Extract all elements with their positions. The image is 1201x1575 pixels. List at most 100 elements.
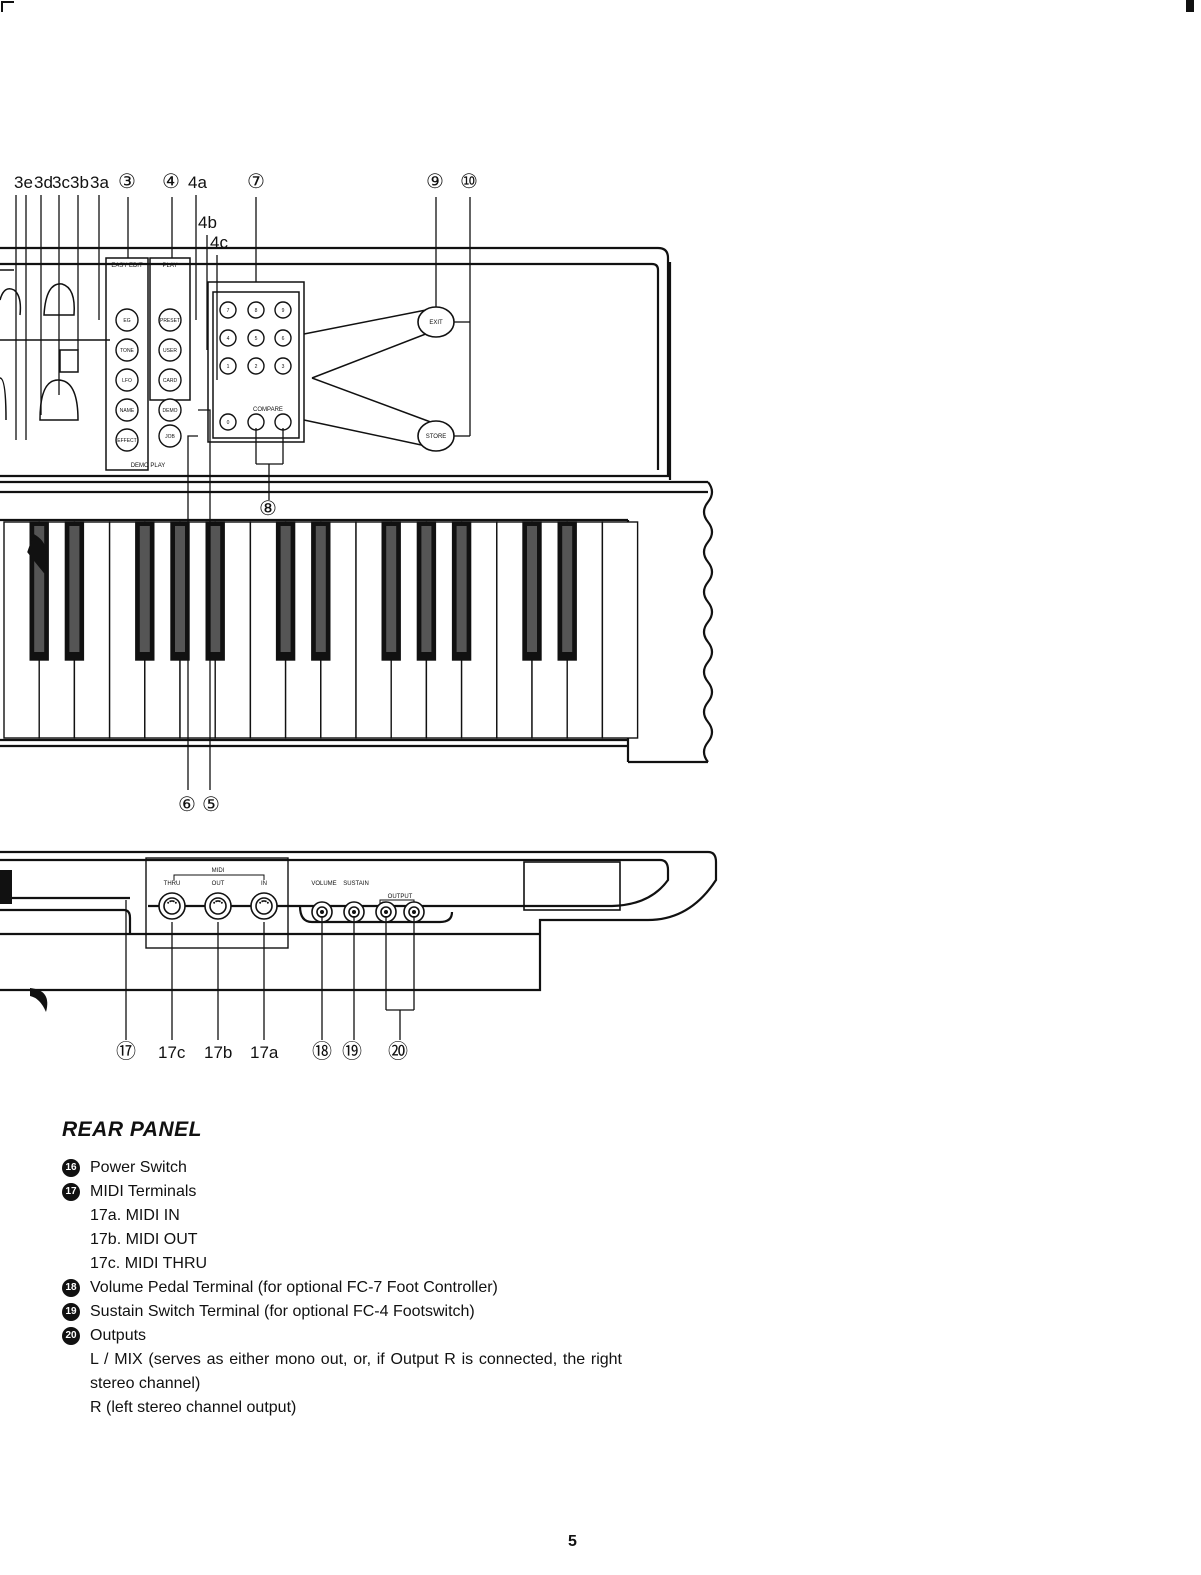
black-key-highlight [386,526,397,652]
button-demo-label: DEMO [163,408,178,414]
callout-3e: 3e [14,173,33,192]
easy-edit-button-name[interactable] [115,398,139,422]
sustain-label: SUSTAIN [343,881,369,887]
button-job[interactable] [158,424,182,448]
easy-edit-button-lfo-label: LFO [122,378,132,384]
in-label: IN [261,881,267,887]
callout-4c: 4c [210,233,228,252]
easy-edit-button-eg[interactable] [115,308,139,332]
play-label: PLAY [163,263,178,269]
din-pin [217,900,219,902]
callout-3b: 3b [70,173,89,192]
page-number: 5 [568,1533,577,1550]
din-pin [259,901,262,904]
keypad-3-label: 3 [282,364,285,370]
sub-item: L / MIX (serves as either mono out, or, … [90,1351,622,1392]
keypad-0[interactable] [219,413,237,431]
din-pin [266,901,269,904]
play-button-preset[interactable] [158,308,182,332]
play-button-user-label: USER [163,348,177,354]
black-key-highlight [34,526,45,652]
item-text: Volume Pedal Terminal (for optional FC-7… [90,1279,498,1296]
item-text: MIDI Terminals [90,1183,197,1200]
din-pin [213,901,216,904]
play-button-preset-label: PRESET [160,318,180,324]
black-key-highlight [315,526,326,652]
keypad-1[interactable] [219,357,237,375]
item-number-badge: 19 [62,1303,80,1321]
keypad-9[interactable] [274,301,292,319]
black-key-highlight [527,526,537,652]
sub-item: 17c. MIDI THRU [90,1255,208,1272]
easy-edit-button-effect[interactable] [115,428,139,452]
black-key-highlight [280,526,291,652]
rear-panel-section: REAR PANEL 16 Power Switch 17 MIDI Termi… [62,1118,622,1420]
callout-10: ⑩ [460,171,478,193]
keypad-7[interactable] [219,301,237,319]
din-pin [264,900,267,903]
keypad-4[interactable] [219,329,237,347]
keypad-3[interactable] [274,357,292,375]
din-pin [263,900,265,902]
keypad-8-label: 8 [255,308,258,314]
din-pin [261,900,264,903]
black-key-highlight [421,526,432,652]
din-pin [220,901,223,904]
store-label: STORE [426,434,447,440]
item-number-badge: 16 [62,1159,80,1177]
compare-plus[interactable] [274,413,292,431]
easy-edit-label: EASY EDIT [111,263,143,269]
din-pin [218,900,221,903]
item-number-badge: 18 [62,1279,80,1297]
list-item: 16 Power Switch [62,1156,622,1180]
din-pin [215,900,218,903]
demo-play-label: DEMO PLAY [131,463,166,469]
keypad-7-label: 7 [227,308,230,314]
callout-3d: 3d [34,173,53,192]
black-key-highlight [139,526,150,652]
keypad-5[interactable] [247,329,265,347]
callout-4: ④ [162,171,180,193]
keypad-2[interactable] [247,357,265,375]
output-label: OUTPUT [388,894,413,900]
midi-label: MIDI [212,868,225,874]
keypad-6-label: 6 [282,336,285,342]
easy-edit-button-tone[interactable] [115,338,139,362]
play-button-user[interactable] [158,338,182,362]
item-number-badge: 20 [62,1327,80,1345]
keypad-1-label: 1 [227,364,230,370]
key-shadow [27,533,48,574]
callout-17b: 17b [204,1043,232,1062]
din-pin [174,901,177,904]
play-button-card[interactable] [158,368,182,392]
item-number-badge: 17 [62,1183,80,1201]
keypad-5-label: 5 [255,336,258,342]
keypad-0-label: 0 [227,420,230,426]
thru-label: THRU [164,881,181,887]
easy-edit-button-tone-label: TONE [120,348,134,354]
compare-label: COMPARE [253,407,283,413]
callout-3c: 3c [52,173,70,192]
front-panel-diagram: 3e 3d 3c 3b 3a ③ ④ 4a ⑦ ⑨ ⑩ 4b 4c [0,0,1194,816]
black-key-highlight [175,526,185,652]
easy-edit-button-lfo[interactable] [115,368,139,392]
easy-edit-section [105,257,149,471]
out-label: OUT [212,881,225,887]
rear-panel-diagram: MIDI THRU OUT IN VOLUME SUSTAIN OUTPUT R… [0,850,718,1063]
keypad-6[interactable] [274,329,292,347]
callout-8: ⑧ [259,498,277,520]
keypad-2-label: 2 [255,364,258,370]
callout-labels-top: 3e 3d 3c 3b 3a ③ ④ 4a ⑦ ⑨ ⑩ 4b 4c [14,171,478,252]
item-text: Power Switch [90,1159,187,1176]
button-demo[interactable] [158,398,182,422]
white-key[interactable] [601,521,639,739]
keypad-8[interactable] [247,301,265,319]
black-key-highlight [456,526,467,652]
list-item: 19 Sustain Switch Terminal (for optional… [62,1300,622,1324]
compare-minus[interactable] [247,413,265,431]
list-item: 17 MIDI Terminals [62,1180,622,1204]
black-key-highlight [69,526,80,652]
callout-19: ⑲ [342,1040,362,1063]
easy-edit-button-name-label: NAME [120,408,135,414]
output-r-jack-center [384,910,388,914]
